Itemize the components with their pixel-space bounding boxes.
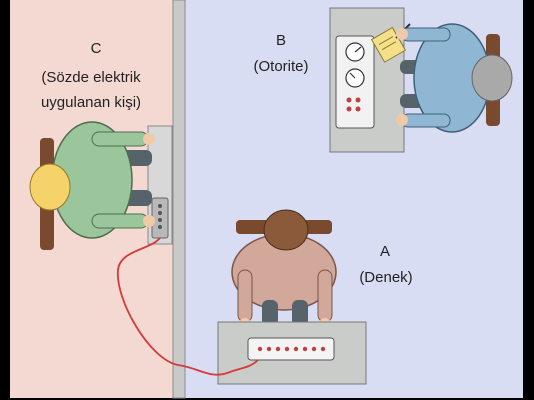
person-a-subject (217, 209, 367, 385)
label-c-line1: (Sözde elektrik (41, 69, 141, 86)
label-a-letter: A (380, 243, 390, 260)
person-b-authority (329, 7, 513, 153)
label-c-line2: uygulanan kişi) (41, 94, 141, 111)
subject-head (263, 209, 309, 251)
authority-head (471, 54, 513, 102)
dividing-wall (172, 0, 186, 399)
person-c-learner (29, 121, 173, 250)
label-a-line1: (Denek) (359, 269, 412, 286)
generator-switches (257, 346, 326, 352)
learner-head (29, 163, 71, 211)
shock-generator-icon (247, 337, 335, 361)
label-b-letter: B (276, 32, 286, 49)
label-c-letter: C (91, 40, 102, 57)
label-b-line1: (Otorite) (253, 58, 308, 75)
shock-wire (117, 237, 259, 376)
